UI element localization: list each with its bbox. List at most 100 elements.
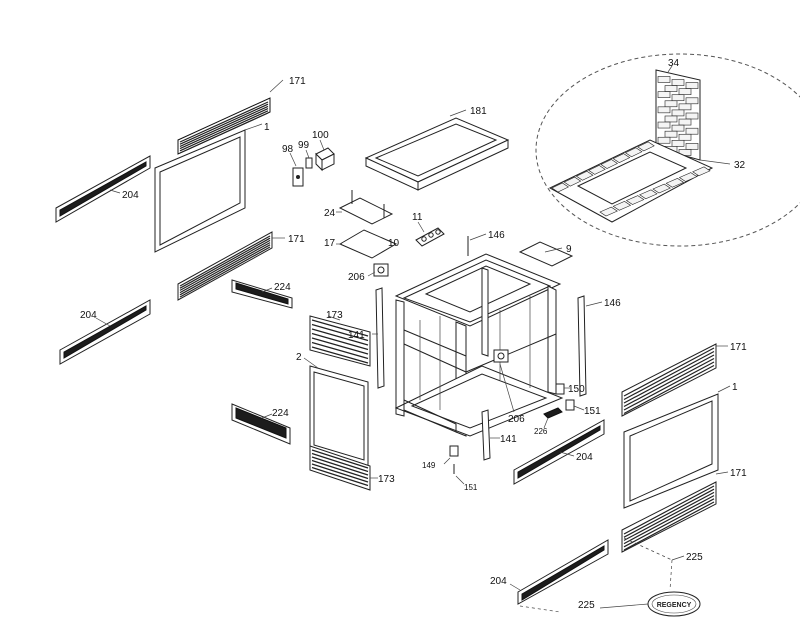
louver-slat [179, 101, 269, 143]
callout-171-c: 171 [730, 342, 747, 353]
junction-box-100 [315, 139, 335, 172]
floor-brick [624, 147, 643, 158]
grille-204-top-left [55, 155, 151, 223]
callout-224-b: 224 [272, 408, 289, 419]
callout-204-b: 204 [80, 310, 97, 321]
callout-1-a: 1 [264, 122, 270, 133]
louver-slat [311, 463, 369, 483]
floor-brick [600, 159, 619, 169]
callout-2: 2 [296, 352, 302, 363]
louver-slat [311, 337, 369, 355]
louver-slat [179, 244, 271, 296]
louver-slat [623, 347, 715, 397]
louver-slat [179, 246, 271, 298]
louver-slat [311, 332, 369, 351]
floor-brick [678, 172, 698, 182]
louver-173-upper [309, 315, 371, 367]
brick [657, 106, 671, 114]
pin-146-top [467, 233, 487, 256]
brick [664, 130, 678, 138]
brick [678, 118, 692, 126]
louver-slat [311, 466, 369, 487]
callout-24: 24 [324, 208, 336, 219]
floor-brick [692, 166, 711, 177]
callout-11: 11 [412, 212, 423, 223]
floor-brick [639, 189, 658, 200]
switch-99 [305, 149, 313, 169]
brick [657, 121, 671, 129]
brick [685, 112, 699, 120]
callout-204-a: 204 [122, 190, 139, 201]
clip-150 [555, 383, 570, 395]
part-226 [543, 407, 563, 429]
inset-brick-detail [535, 53, 800, 247]
brick [664, 85, 678, 92]
louver-slat [623, 354, 715, 404]
floor-brick [652, 183, 671, 194]
floor-brick [665, 178, 685, 188]
post-146-right [577, 295, 603, 397]
regency-logo: REGENCY [647, 591, 701, 617]
brick [664, 100, 678, 108]
floor-brick [575, 170, 594, 181]
callout-173-a: 173 [326, 310, 343, 321]
brick [671, 124, 685, 132]
floor-brick [588, 165, 606, 175]
louver-slat [623, 485, 715, 535]
brick [671, 94, 685, 102]
callout-171-d: 171 [730, 468, 747, 479]
louver-slat [179, 105, 269, 147]
floor-brick [599, 206, 618, 217]
louver-slat [311, 323, 369, 342]
louver-slat [311, 456, 369, 476]
callout-99: 99 [298, 140, 310, 151]
floor-brick [551, 182, 570, 193]
callout-171-b: 171 [288, 234, 305, 245]
louver-171-top-left [177, 79, 284, 155]
callout-32: 32 [734, 160, 746, 171]
brick [685, 127, 699, 135]
grille-224-mid-left [231, 279, 293, 309]
louver-slat [623, 501, 715, 551]
louver-slat [311, 452, 369, 473]
louver-slat [311, 341, 369, 360]
callout-149: 149 [422, 461, 436, 470]
callout-100: 100 [312, 130, 329, 141]
louver-slat [311, 346, 369, 364]
louver-slat [311, 449, 369, 469]
callout-10: 10 [388, 238, 400, 249]
louver-slat [179, 103, 269, 145]
plate-17 [336, 229, 398, 259]
bracket-206-lower [493, 349, 515, 413]
callout-181: 181 [470, 106, 487, 117]
callout-141-a: 141 [348, 330, 365, 341]
louver-171-right-upper [621, 343, 728, 417]
callout-1-b: 1 [732, 382, 738, 393]
louver-173-lower [309, 445, 378, 491]
callout-224-a: 224 [274, 282, 291, 293]
side-bracket-9 [518, 241, 574, 267]
callout-141-b: 141 [500, 434, 517, 445]
floor-brick [563, 176, 582, 187]
grille-204-mid-left [59, 299, 151, 365]
switch-plate-98 [289, 152, 304, 187]
clip-149 [443, 445, 459, 474]
louver-slat [623, 364, 715, 415]
door-frame-1-left [154, 123, 263, 253]
brick [671, 140, 685, 147]
post-141-left [372, 287, 385, 389]
louver-slat [623, 488, 715, 538]
louver-171-right-lower [621, 471, 729, 553]
clip-151-lower [455, 475, 465, 485]
louver-slat [179, 110, 269, 152]
bracket-206-upper [367, 263, 389, 277]
callout-173-b: 173 [378, 474, 395, 485]
louver-171-mid-left [177, 231, 285, 301]
louver-slat [179, 237, 271, 289]
louver-slat [311, 328, 369, 346]
louver-slat [179, 239, 271, 291]
brick [657, 136, 671, 144]
brick [664, 115, 678, 123]
callout-17: 17 [324, 238, 336, 249]
